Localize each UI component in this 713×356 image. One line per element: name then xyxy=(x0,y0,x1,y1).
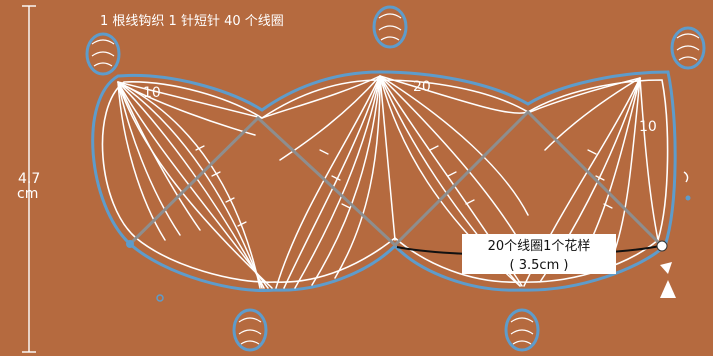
small-ring-marker xyxy=(156,294,164,302)
header-caption: 1 根线钩织 1 针短针 40 个线圈 xyxy=(100,14,284,29)
small-hook-mark xyxy=(683,171,689,183)
height-dimension xyxy=(22,5,36,353)
small-dot-marker xyxy=(685,195,691,201)
picot-bottom-left xyxy=(232,308,268,352)
picot-top-middle xyxy=(372,5,408,49)
short-stitch-ticks xyxy=(195,145,613,227)
picot-top-right xyxy=(670,26,706,70)
stitch-fan-middle xyxy=(261,75,529,289)
annotation-line-1: 20个线圈1个花样 xyxy=(488,238,591,254)
stitch-fan-left xyxy=(117,81,273,289)
height-unit: cm xyxy=(17,186,38,202)
loop-count-middle: 20 xyxy=(413,79,431,95)
loop-count-left: 10 xyxy=(143,85,161,101)
annotation-box xyxy=(462,234,616,274)
annotation-line-2: ( 3.5cm ) xyxy=(510,258,569,273)
picot-bottom-right xyxy=(504,308,540,352)
height-value: 4.7 xyxy=(18,171,40,187)
picot-top-left xyxy=(85,32,121,76)
start-point-dot xyxy=(126,240,134,248)
zigzag-diagonal xyxy=(128,109,664,248)
picot-loops xyxy=(85,5,706,352)
direction-arrow-marker xyxy=(660,262,672,274)
loop-count-right: 10 xyxy=(639,119,657,135)
end-point-dot xyxy=(656,240,668,252)
start-triangle-marker xyxy=(660,280,676,298)
